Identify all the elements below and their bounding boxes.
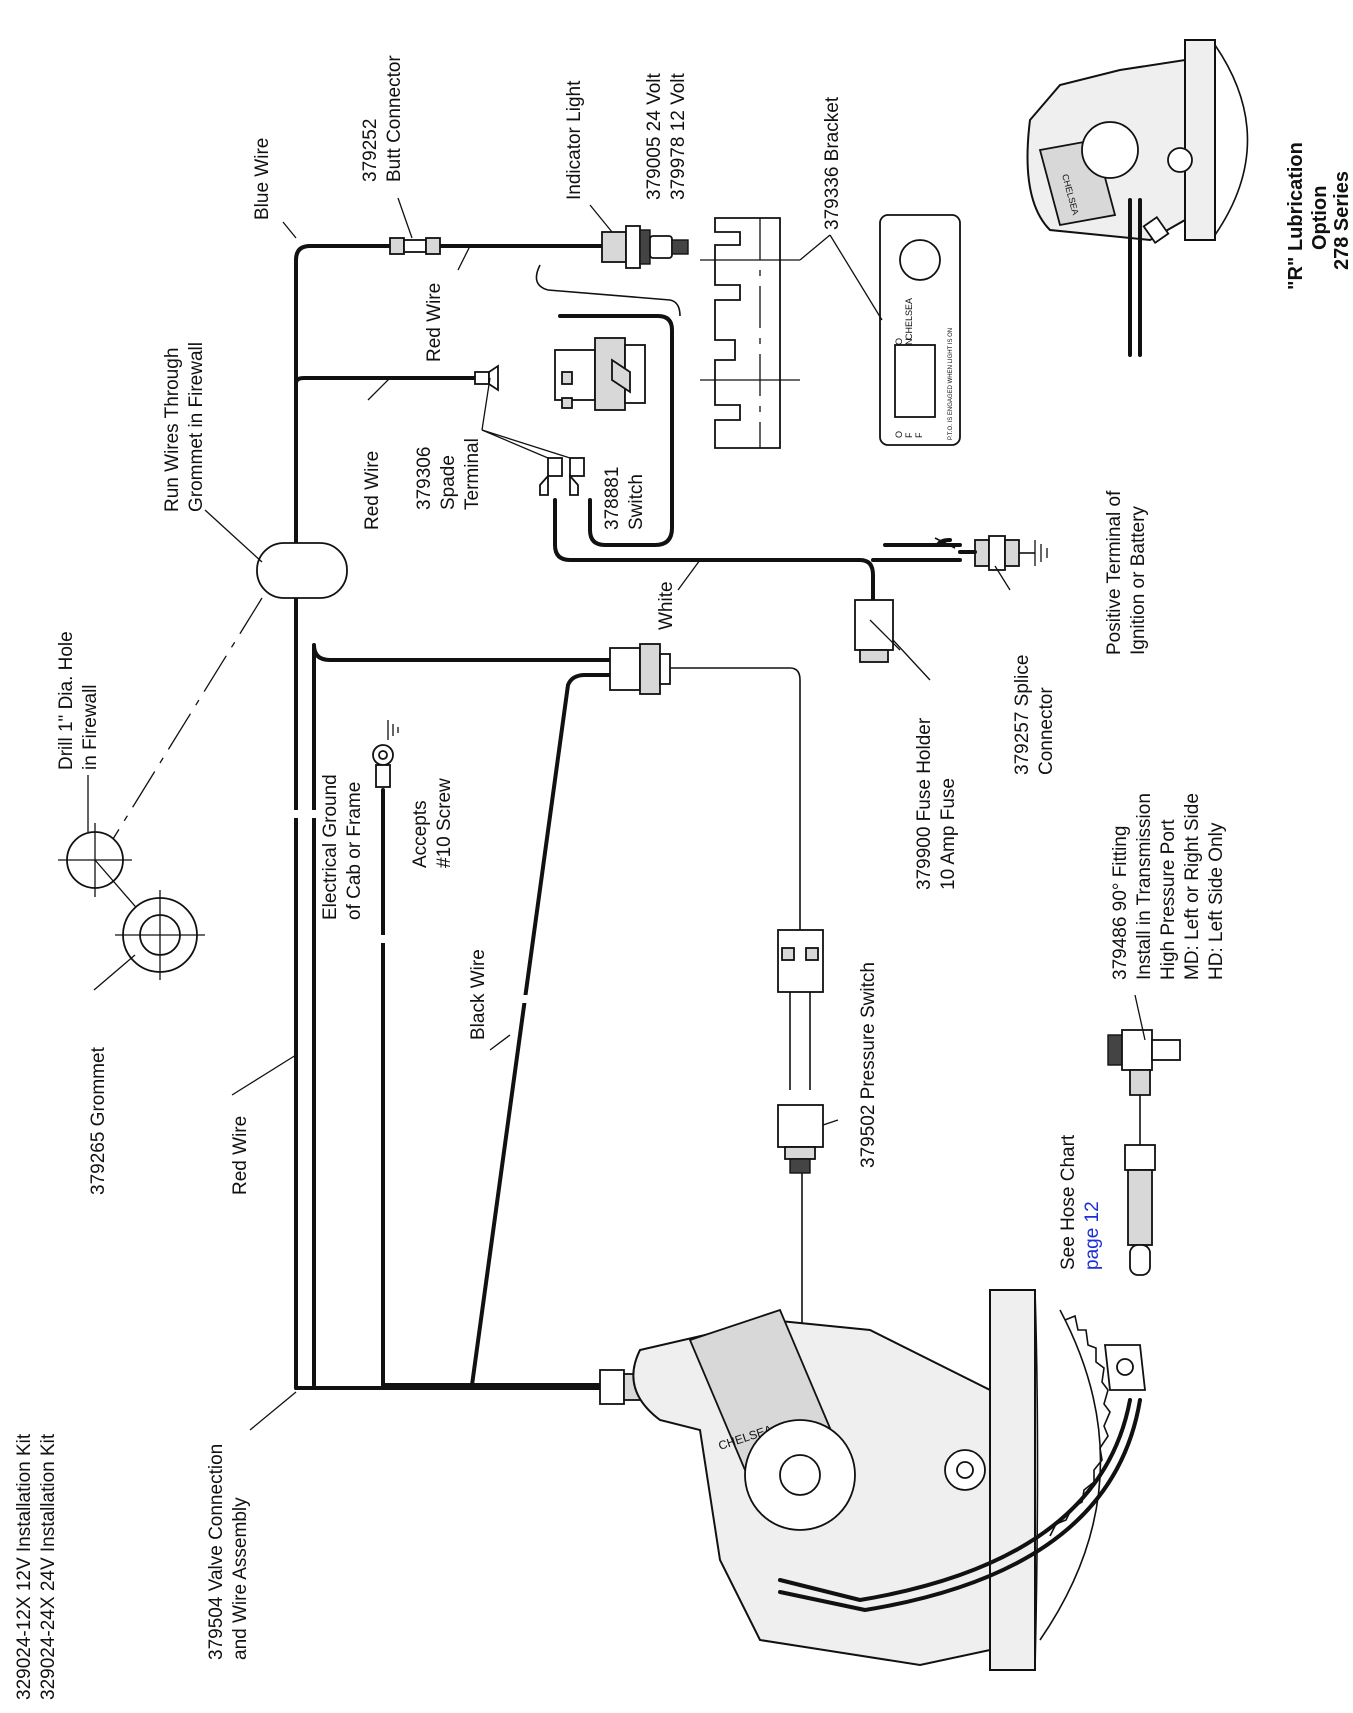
bracket-shape	[714, 217, 781, 449]
white-wire	[553, 498, 875, 602]
butt-connector-label-2: Butt Connector	[384, 55, 405, 182]
lubrication-label-3: 278 Series	[1331, 171, 1353, 270]
red-wire-switch	[294, 376, 477, 385]
pressure-switch-wire	[668, 667, 801, 930]
spade-terminal-label-3: Terminal	[462, 438, 483, 510]
red-wire-switch-label: Red Wire	[362, 451, 383, 530]
rocker-switch	[554, 337, 646, 411]
switch-body	[554, 349, 596, 401]
blue-wire-label: Blue Wire	[252, 138, 273, 220]
fuse-holder-body	[854, 599, 894, 651]
fitting-and-hose	[1107, 1029, 1181, 1276]
kit-title-12v: 329024-12X 12V Installation Kit	[14, 1433, 35, 1700]
upper-connector	[609, 643, 671, 695]
run-wires-label-1: Run Wires Through	[162, 348, 183, 512]
lube-hose-outer	[778, 1398, 1142, 1612]
butt-connector	[389, 237, 441, 255]
lubrication-option-unit: CHELSEA	[1026, 39, 1249, 357]
firewall-grommet	[58, 542, 348, 980]
hose-chart-label: See Hose Chart	[1058, 1134, 1079, 1270]
labels: 329024-12X 12V Installation Kit 329024-2…	[14, 55, 1353, 1700]
plate-light-hole	[899, 239, 941, 281]
plate-on-n: N	[904, 339, 914, 346]
fuse-holder	[854, 599, 901, 663]
plate-off-f2: F	[914, 432, 924, 438]
pressure-switch-lead	[312, 643, 612, 1387]
butt-connector-label-1: 379252	[360, 119, 381, 182]
splice-connector	[934, 535, 1035, 571]
indicator-loop	[535, 264, 681, 317]
red-wire-main	[294, 244, 397, 1390]
pto-mounting-flange	[989, 1289, 1036, 1671]
pressure-connector-plug	[777, 929, 824, 993]
indicator-light	[601, 225, 689, 269]
spade-terminals	[474, 364, 585, 496]
ring-terminal	[372, 744, 394, 788]
valve-connection-label-2: and Wire Assembly	[230, 1497, 251, 1660]
splice-connector-label-2: Connector	[1036, 687, 1057, 775]
accepts-screw-label-2: #10 Screw	[434, 778, 455, 868]
lubrication-label-2: Option	[1309, 186, 1331, 250]
plate-brand: CHELSEA	[904, 298, 914, 340]
fuse-holder-label-2: 10 Amp Fuse	[938, 778, 959, 890]
electrical-ground-label-2: of Cab or Frame	[344, 782, 365, 920]
pressure-switch	[777, 929, 824, 1174]
pto-gear-edge	[1034, 1289, 1039, 1671]
bracket	[700, 217, 800, 449]
fitting-label-1: 379486 90° Fitting	[1110, 826, 1131, 980]
grommet-label: 379265 Grommet	[88, 1046, 109, 1195]
white-wire-loop	[558, 314, 674, 547]
fuse-holder-label-1: 379900 Fuse Holder	[914, 717, 935, 890]
lube-hose	[778, 1398, 1132, 1602]
leader-lines	[87, 197, 1146, 1431]
panel-plate: CHELSEA P.T.O. IS ENGAGED WHEN LIGHT IS …	[879, 214, 961, 446]
bracket-label: 379336 Bracket	[822, 96, 843, 230]
accepts-screw-label-1: Accepts	[410, 800, 431, 868]
hose-chart-page-link[interactable]: page 12	[1082, 1201, 1103, 1270]
spade-terminal-label-2: Spade	[438, 455, 459, 510]
switch-label-1: 378881	[602, 467, 623, 530]
fitting-label-5: HD: Left Side Only	[1206, 822, 1227, 980]
splice-connector-label-1: 379257 Splice	[1012, 655, 1033, 775]
light-24v-label: 379005 24 Volt	[644, 72, 665, 200]
wires	[294, 244, 962, 1470]
kit-title-24v: 329024-24X 24V Installation Kit	[38, 1433, 59, 1700]
fitting-label-3: High Pressure Port	[1158, 819, 1179, 980]
fitting-label-2: Install in Transmission	[1134, 793, 1155, 980]
light-12v-label: 379978 12 Volt	[668, 72, 689, 200]
drill-hole-label-2: in Firewall	[80, 684, 101, 770]
plate-off-f1: F	[904, 432, 914, 438]
red-wire-main-label: Red Wire	[230, 1116, 251, 1195]
switch-label-2: Switch	[626, 474, 647, 530]
ground-symbols	[387, 540, 1048, 740]
black-wire	[470, 673, 612, 1387]
positive-terminal-label-1: Positive Terminal of	[1104, 490, 1125, 655]
plate-off-o: O	[894, 431, 904, 438]
indicator-light-label: Indicator Light	[564, 80, 585, 200]
wire-breaks	[288, 810, 538, 1003]
black-wire-label: Black Wire	[468, 949, 489, 1040]
lube-gear	[1214, 44, 1249, 236]
white-wire-label: White	[656, 581, 677, 630]
plate-pto-text: P.T.O. IS ENGAGED WHEN LIGHT IS ON	[948, 328, 954, 440]
electrical-ground-label-1: Electrical Ground	[320, 774, 341, 920]
valve-connection-label-1: 379504 Valve Connection	[206, 1444, 227, 1660]
plate-switch-window	[894, 344, 936, 418]
lubrication-label-1: "R" Lubrication	[1285, 142, 1307, 290]
run-wires-label-2: Grommet in Firewall	[186, 342, 207, 512]
pressure-switch-body	[777, 1104, 824, 1148]
fitting-label-4: MD: Left or Right Side	[1182, 793, 1203, 980]
spade-terminal-label-1: 379306	[414, 447, 435, 510]
red-wire-upper-label: Red Wire	[424, 283, 445, 362]
plate-on-o: O	[894, 338, 904, 345]
pto-unit: CHELSEA	[632, 1289, 1147, 1671]
drill-hole-label-1: Drill 1" Dia. Hole	[56, 631, 77, 770]
positive-terminal-label-2: Ignition or Battery	[1128, 506, 1149, 655]
gear-teeth	[1039, 1309, 1111, 1641]
pressure-switch-label: 379502 Pressure Switch	[858, 962, 879, 1168]
firewall-oval	[256, 542, 348, 599]
lube-flange	[1184, 39, 1216, 241]
